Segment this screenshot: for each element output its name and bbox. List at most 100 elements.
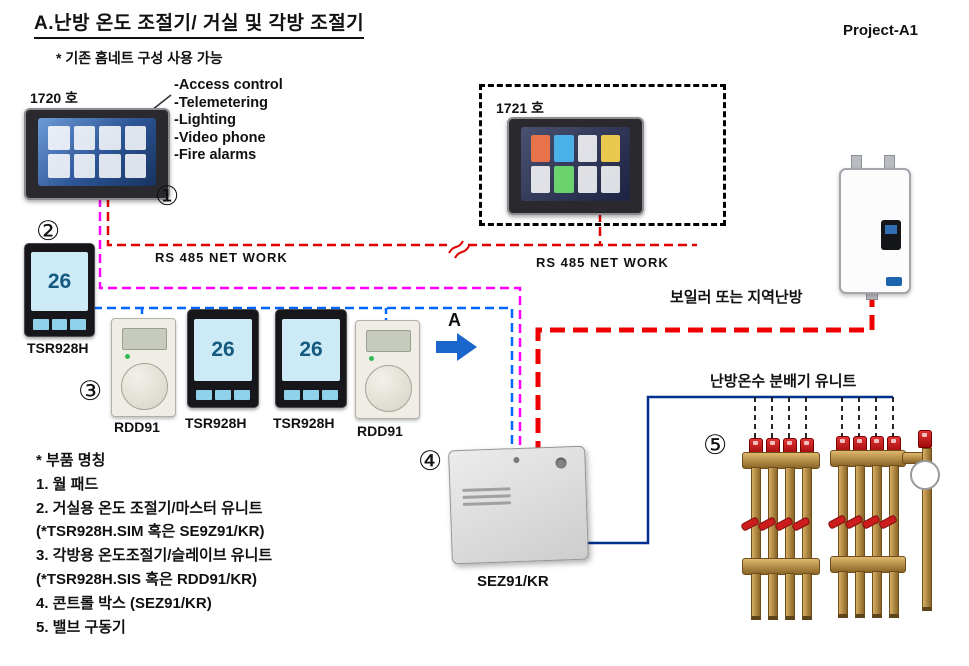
section-a-arrow-icon <box>436 333 477 361</box>
manifold-pipe <box>872 465 882 563</box>
manifold-stub <box>785 573 795 620</box>
marker-1: ① <box>155 181 180 211</box>
thermostat-buttons <box>33 319 86 330</box>
note-homenet: * 기존 홈네트 구성 사용 가능 <box>56 50 223 66</box>
manifold-pipe <box>838 465 848 563</box>
temperature-reading: 26 <box>211 337 235 361</box>
thermostat-rdd91-1 <box>111 318 176 417</box>
controller-label: SEZ91/KR <box>477 573 549 590</box>
temperature-dial <box>365 365 412 412</box>
temperature-reading: 26 <box>47 269 72 293</box>
manifold-pipe <box>785 467 795 565</box>
legend-item: 4. 콘트롤 박스 (SEZ91/KR) <box>36 594 212 612</box>
legend-item: 3. 각방용 온도조절기/슬레이브 유니트 <box>36 547 273 565</box>
app-icon <box>554 135 574 162</box>
feature-item: -Fire alarms <box>174 147 257 163</box>
thermostat-lcd: 26 <box>281 318 341 381</box>
row-device-label-1: RDD91 <box>114 419 160 435</box>
slave-bus-blue <box>93 306 514 448</box>
project-label: Project-A1 <box>843 22 919 39</box>
feature-item: -Telemetering <box>174 94 269 111</box>
legend-item: (*TSR928H.SIS 혹은 RDD91/KR) <box>36 570 257 588</box>
legend-item: 5. 밸브 구동기 <box>36 618 126 636</box>
rdd-lcd <box>122 327 167 351</box>
valve-actuator <box>918 430 932 448</box>
manifold-pipe <box>768 467 778 565</box>
manifold-bar <box>742 452 820 469</box>
unit-1721-boundary-box <box>479 84 726 226</box>
legend-item: 1. 월 패드 <box>36 475 99 493</box>
manifold-bar <box>742 558 820 575</box>
status-led <box>368 355 374 361</box>
boiler-logo <box>886 277 902 286</box>
manifold-pipe <box>751 467 761 565</box>
app-icon <box>600 166 620 193</box>
rs485-bus-left <box>106 198 447 247</box>
controller-to-manifold-line <box>585 395 893 545</box>
legend-item: (*TSR928H.SIM 혹은 SE9Z91/KR) <box>36 523 265 541</box>
feature-item: -Video phone <box>174 129 266 146</box>
rs485-label-left: RS 485 NET WORK <box>155 250 288 265</box>
knockout-hole <box>555 457 567 469</box>
unit-1720-label: 1720 호 <box>30 90 78 106</box>
app-icon <box>531 135 551 162</box>
thermostat-buttons <box>284 389 338 401</box>
pump-gauge <box>910 460 940 490</box>
master-bus-magenta <box>98 198 522 448</box>
manifold-pipe <box>855 465 865 563</box>
thermostat-lcd: 26 <box>193 318 253 381</box>
manifold-stub <box>768 573 778 620</box>
feature-item: -Access control <box>174 77 283 93</box>
app-icon <box>73 126 95 150</box>
wallpad-1720 <box>24 108 170 200</box>
status-led <box>124 353 130 359</box>
wallpad-screen <box>38 118 156 186</box>
feature-item: -Lighting <box>174 112 237 128</box>
manifold-pipe <box>802 467 812 565</box>
row-device-label-3: TSR928H <box>273 415 335 431</box>
wallpad-screen <box>521 127 630 201</box>
row-device-label-2: TSR928H <box>185 415 247 431</box>
valve-actuator <box>870 436 884 454</box>
manifold-pipe <box>889 465 899 563</box>
feature-callout-line <box>151 94 172 111</box>
thermostat-tsr928h-2: 26 <box>187 309 259 408</box>
temperature-reading: 26 <box>299 337 323 361</box>
manifold-stub <box>751 573 761 620</box>
manifold-label: 난방온수 분배기 유니트 <box>710 373 857 390</box>
wallpad-feature-list: -Access control -Telemetering -Lighting … <box>174 77 283 165</box>
rs485-label-right: RS 485 NET WORK <box>536 255 669 270</box>
manifold-stub <box>838 571 848 618</box>
app-icon <box>48 154 70 178</box>
row-device-label-4: RDD91 <box>357 423 403 439</box>
boiler-label: 보일러 또는 지역난방 <box>670 289 803 306</box>
section-a-label: A <box>448 310 461 330</box>
thermostat-tsr928h-master: 26 <box>24 243 95 337</box>
app-icon <box>124 126 146 150</box>
unit-1721-label: 1721 호 <box>496 100 544 116</box>
marker-4: ④ <box>418 446 443 476</box>
parts-legend: * 부품 명칭 1. 월 패드 2. 거실용 온도 조절기/마스터 유니트 (*… <box>36 449 272 639</box>
page-title: A.난방 온도 조절기/ 거실 및 각방 조절기 <box>34 8 365 39</box>
marker-5: ⑤ <box>703 430 728 460</box>
app-icon <box>531 166 551 193</box>
marker-2: ② <box>36 216 61 246</box>
manifold-bar <box>830 556 906 573</box>
manifold-stub <box>802 573 812 620</box>
master-thermostat-label: TSR928H <box>27 340 89 356</box>
manifold-stub <box>872 571 882 618</box>
app-icon <box>577 135 597 162</box>
boiler <box>839 168 911 294</box>
manifold-stub <box>889 571 899 618</box>
actuator-drop-lines <box>754 397 894 438</box>
line-break-symbol <box>448 240 464 254</box>
legend-title: * 부품 명칭 <box>36 452 106 469</box>
temperature-dial <box>121 363 168 410</box>
legend-item: 2. 거실용 온도 조절기/마스터 유니트 <box>36 499 263 517</box>
thermostat-buttons <box>196 389 250 401</box>
manifold-stub <box>855 571 865 618</box>
app-icon <box>577 166 597 193</box>
valve-actuator <box>853 436 867 454</box>
box-print-lines <box>462 483 511 510</box>
